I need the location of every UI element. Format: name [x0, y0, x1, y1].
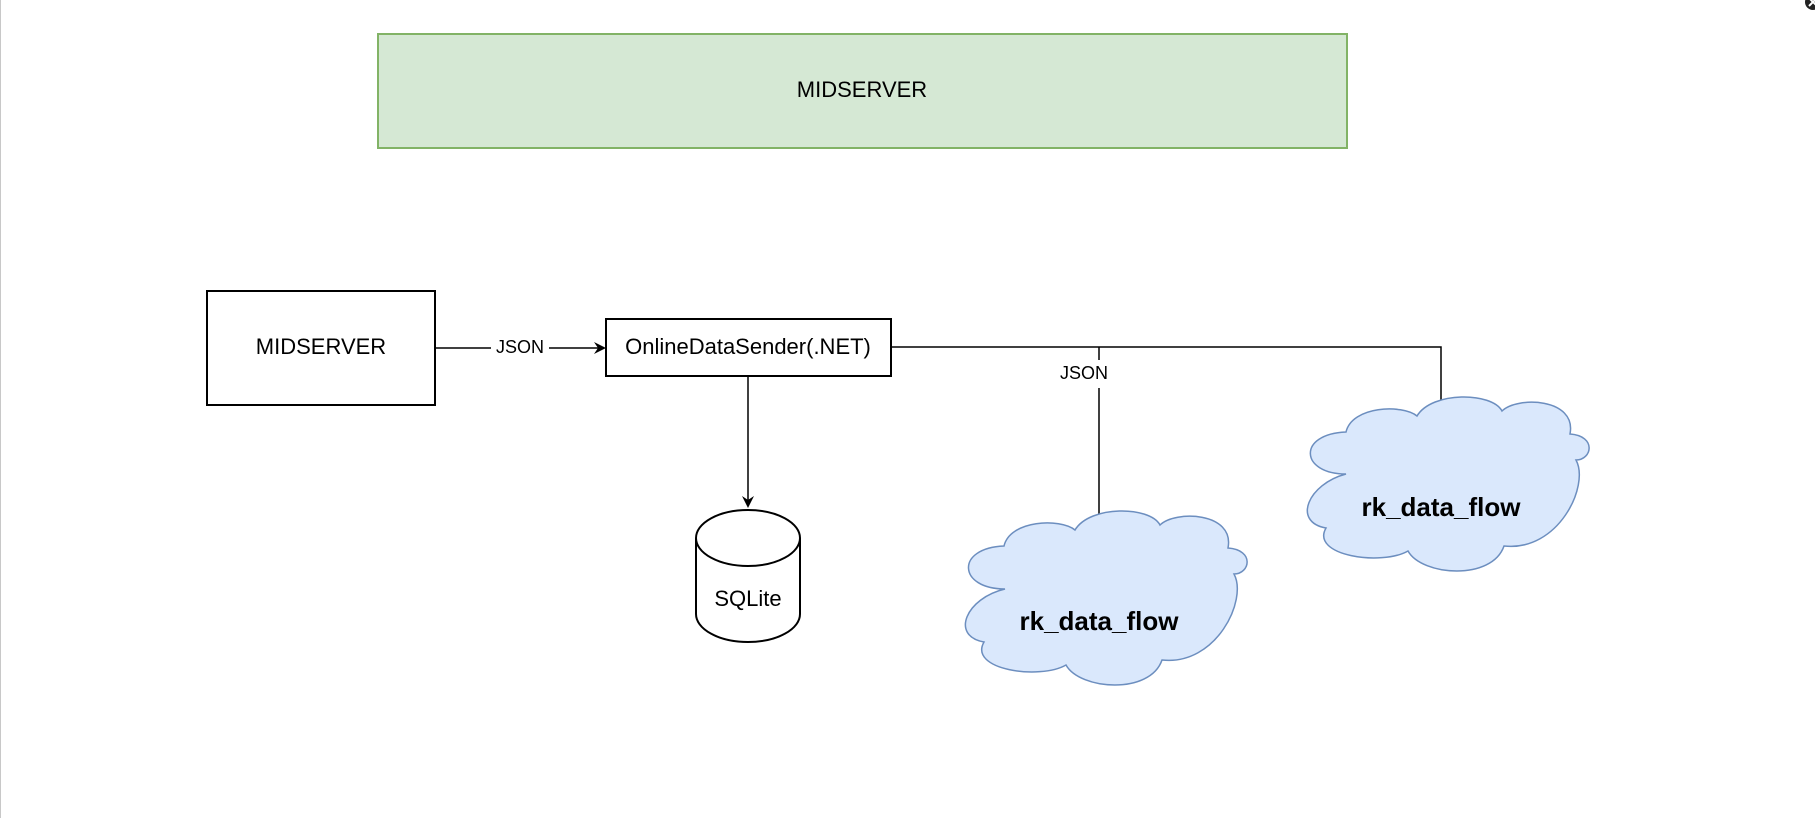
- rk-data-flow-cloud-center-label: rk_data_flow: [1020, 606, 1180, 636]
- sqlite-database-body: [695, 538, 801, 643]
- sqlite-database-top: [695, 509, 801, 567]
- online-data-sender-box-shape: [605, 318, 892, 377]
- edge-source-to-sender-label: JSON: [496, 337, 544, 357]
- midserver-top-box-shape: [377, 33, 1348, 149]
- rk-data-flow-cloud-right[interactable]: rk_data_flow: [1306, 396, 1590, 572]
- rk-data-flow-cloud-right-label: rk_data_flow: [1362, 492, 1522, 522]
- midserver-source-box-shape: [206, 290, 436, 406]
- rk-data-flow-cloud-center[interactable]: rk_data_flow: [964, 510, 1248, 686]
- rk-data-flow-cloud-right-outline: [1306, 396, 1590, 572]
- online-data-sender-box-label: OnlineDataSender(.NET): [625, 334, 871, 359]
- sqlite-database-label: SQLite: [714, 586, 781, 611]
- midserver-top-box-label: MIDSERVER: [797, 77, 927, 102]
- online-data-sender-box[interactable]: OnlineDataSender(.NET): [605, 318, 892, 377]
- sqlite-database[interactable]: SQLite: [695, 509, 801, 643]
- edge-source-to-sender[interactable]: JSON: [435, 337, 606, 357]
- canvas-left-border: [0, 0, 1, 818]
- rk-data-flow-cloud-center-outline: [964, 510, 1248, 686]
- midserver-source-box-label: MIDSERVER: [256, 334, 386, 359]
- midserver-top-box[interactable]: MIDSERVER: [377, 33, 1348, 149]
- midserver-source-box[interactable]: MIDSERVER: [206, 290, 436, 406]
- edge-sender-to-center-cloud-label: JSON: [1060, 363, 1108, 383]
- corner-close-icon[interactable]: [1801, 0, 1815, 14]
